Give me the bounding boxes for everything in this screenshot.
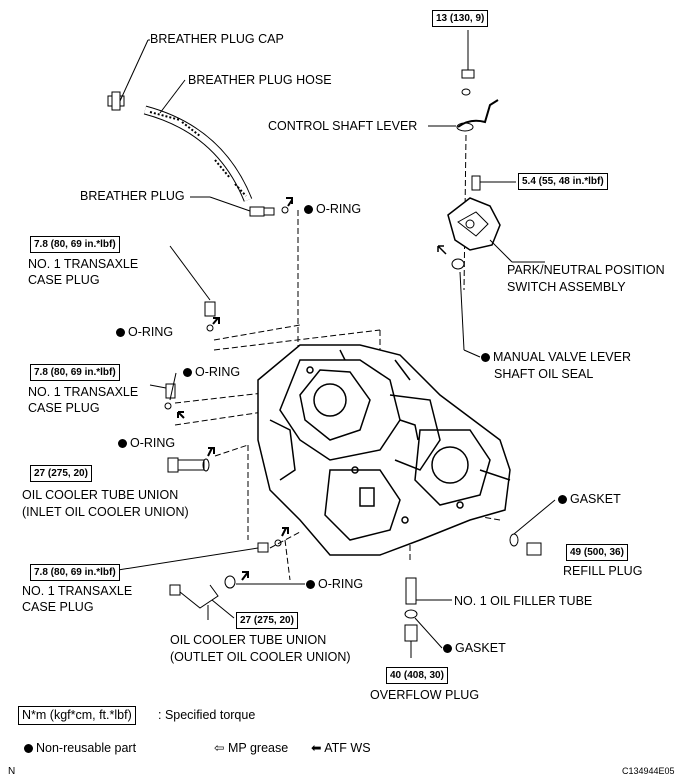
park-neutral-label-2: SWITCH ASSEMBLY bbox=[507, 280, 626, 294]
non-reusable-dot-icon bbox=[116, 328, 125, 337]
o-ring-label-2: O-RING bbox=[116, 325, 173, 340]
breather-plug-label: BREATHER PLUG bbox=[80, 189, 185, 203]
non-reusable-dot-icon bbox=[24, 744, 33, 753]
o-ring-label-1: O-RING bbox=[304, 202, 361, 217]
breather-plug-cap bbox=[107, 39, 150, 111]
manual-valve-label-1: MANUAL VALVE LEVER bbox=[481, 350, 631, 365]
breather-plug bbox=[190, 196, 293, 217]
legend-unit-box: N*m (kgf*cm, ft.*lbf) bbox=[18, 706, 136, 725]
torque-box-5-4: 5.4 (55, 48 in.*lbf) bbox=[518, 173, 608, 190]
torque-box-27-inlet: 27 (275, 20) bbox=[30, 465, 92, 482]
non-reusable-dot-icon bbox=[481, 353, 490, 362]
control-shaft-lever-label: CONTROL SHAFT LEVER bbox=[268, 119, 418, 133]
legend-mp-grease: ⇦ MP grease bbox=[214, 741, 289, 755]
oil-cooler-outlet-label-2: (OUTLET OIL COOLER UNION) bbox=[170, 650, 351, 664]
torque-box-7-8-middle: 7.8 (80, 69 in.*lbf) bbox=[30, 364, 120, 381]
torque-box-13: 13 (130, 9) bbox=[432, 10, 489, 27]
breather-plug-hose bbox=[143, 79, 253, 202]
overflow-plug bbox=[404, 609, 443, 658]
filler-tube-label: NO. 1 OIL FILLER TUBE bbox=[454, 594, 593, 608]
legend-unit-text: : Specified torque bbox=[158, 708, 256, 722]
oil-cooler-inlet-label-2: (INLET OIL COOLER UNION) bbox=[22, 505, 189, 519]
case-plug-upper-label-1: NO. 1 TRANSAXLE bbox=[28, 257, 139, 271]
case-plug-upper-label-2: CASE PLUG bbox=[28, 273, 100, 287]
case-plug-middle-label-2: CASE PLUG bbox=[28, 401, 100, 415]
torque-box-49: 49 (500, 36) bbox=[566, 544, 628, 561]
breather-plug-hose-label: BREATHER PLUG HOSE bbox=[188, 73, 332, 87]
case-plug-middle-label-1: NO. 1 TRANSAXLE bbox=[28, 385, 139, 399]
torque-box-27-outlet: 27 (275, 20) bbox=[236, 612, 298, 629]
o-ring-label-4: O-RING bbox=[118, 436, 175, 451]
legend-non-reusable: Non-reusable part bbox=[24, 741, 136, 756]
solid-arrow-icon: ⬅ bbox=[311, 741, 325, 755]
torque-box-40: 40 (408, 30) bbox=[386, 667, 448, 684]
manual-valve-label-2: SHAFT OIL SEAL bbox=[494, 367, 594, 381]
case-plug-middle bbox=[149, 372, 185, 419]
overflow-plug-label: OVERFLOW PLUG bbox=[370, 688, 480, 702]
non-reusable-dot-icon bbox=[443, 644, 452, 653]
oil-cooler-inlet-label-1: OIL COOLER TUBE UNION bbox=[22, 488, 179, 502]
oil-cooler-outlet-label-1: OIL COOLER TUBE UNION bbox=[170, 633, 327, 647]
case-plug-lower-label-2: CASE PLUG bbox=[22, 600, 94, 614]
refill-plug-label: REFILL PLUG bbox=[563, 564, 643, 578]
case-plug-lower-label-1: NO. 1 TRANSAXLE bbox=[22, 584, 133, 598]
non-reusable-dot-icon bbox=[306, 580, 315, 589]
gasket-label-1: GASKET bbox=[558, 492, 621, 507]
filler-tube bbox=[405, 577, 452, 605]
torque-box-7-8-upper: 7.8 (80, 69 in.*lbf) bbox=[30, 236, 120, 253]
legend-atf-ws: ⬅ ATF WS bbox=[311, 741, 371, 755]
refill-plug bbox=[509, 499, 556, 556]
oil-cooler-outlet bbox=[169, 571, 305, 619]
gasket-label-2: GASKET bbox=[443, 641, 506, 656]
figure-code: C134944E05 bbox=[622, 766, 675, 776]
corner-n: N bbox=[8, 766, 16, 777]
park-neutral-switch bbox=[437, 175, 545, 358]
o-ring-label-5: O-RING bbox=[306, 577, 363, 592]
torque-box-7-8-lower: 7.8 (80, 69 in.*lbf) bbox=[30, 564, 120, 581]
non-reusable-dot-icon bbox=[304, 205, 313, 214]
non-reusable-dot-icon bbox=[183, 368, 192, 377]
transaxle-case bbox=[257, 344, 511, 556]
hollow-arrow-icon: ⇦ bbox=[214, 741, 228, 755]
non-reusable-dot-icon bbox=[558, 495, 567, 504]
o-ring-label-3: O-RING bbox=[183, 365, 240, 380]
non-reusable-dot-icon bbox=[118, 439, 127, 448]
case-plug-upper bbox=[169, 245, 220, 332]
case-plug-lower bbox=[117, 527, 289, 571]
breather-plug-cap-label: BREATHER PLUG CAP bbox=[150, 32, 284, 46]
oil-cooler-inlet bbox=[167, 447, 215, 473]
park-neutral-label-1: PARK/NEUTRAL POSITION bbox=[507, 263, 665, 277]
